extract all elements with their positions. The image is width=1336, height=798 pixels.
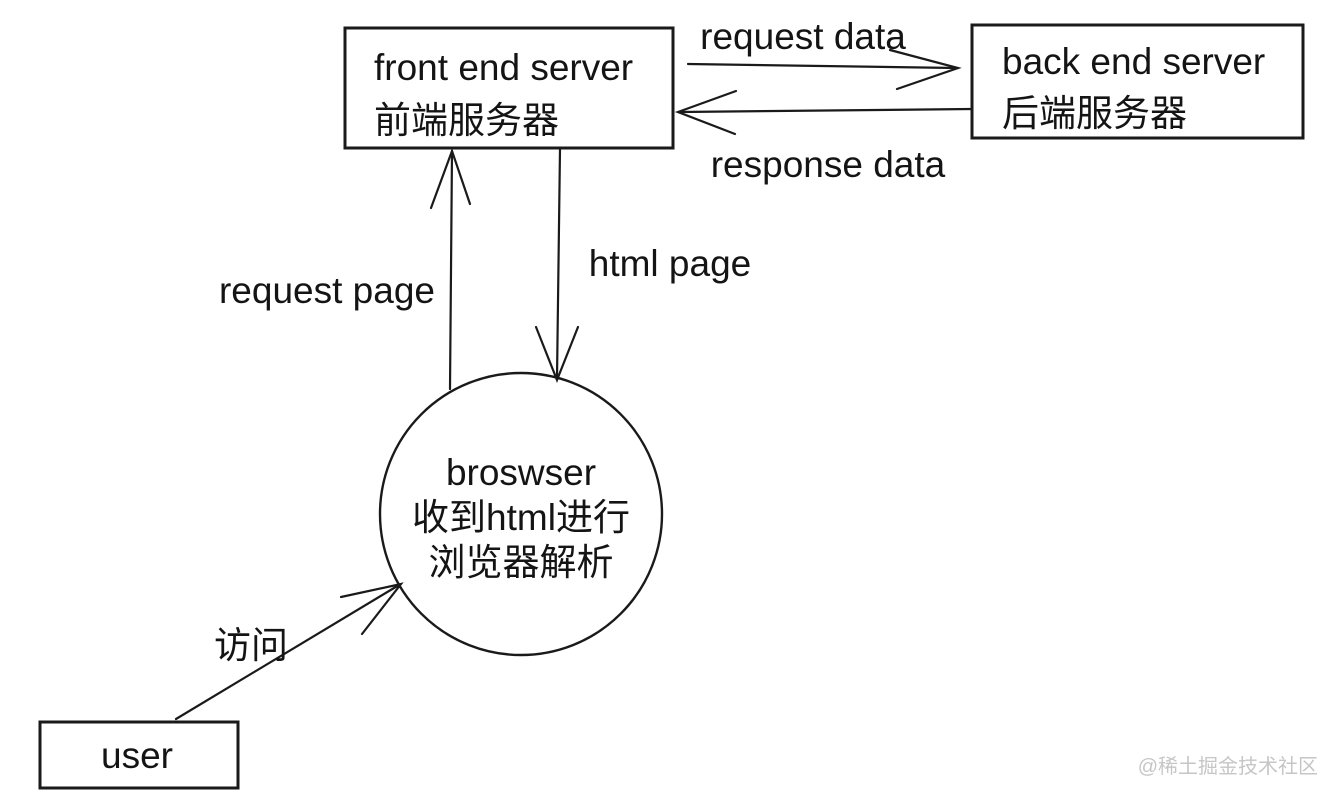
response-data-arrowhead-icon (674, 89, 738, 136)
html-page-label: html page (589, 243, 752, 284)
browser-label-line2: 收到html进行 (412, 497, 630, 538)
response-data-arrow-line (678, 107, 974, 114)
back-end-server-label-zh: 后端服务器 (1002, 93, 1187, 134)
browser-label-line3: 浏览器解析 (429, 542, 614, 583)
response-data-arrow: response data (674, 89, 974, 185)
browser-label-line1: broswser (446, 452, 596, 493)
front-end-server-box (343, 26, 675, 150)
user-node: user (38, 720, 240, 790)
back-end-server-node: back end server 后端服务器 (970, 23, 1305, 140)
watermark: @稀土掘金技术社区 (1138, 755, 1318, 778)
request-page-arrow-line (448, 149, 454, 391)
html-page-arrow-line (555, 147, 562, 380)
html-page-arrow: html page (534, 147, 752, 383)
request-data-arrowhead-icon (888, 48, 962, 91)
front-end-server-label-zh: 前端服务器 (374, 100, 559, 141)
browser-node: broswser 收到html进行 浏览器解析 (378, 371, 664, 657)
back-end-server-label-en: back end server (1002, 41, 1265, 82)
user-label: user (101, 735, 173, 776)
request-page-label: request page (219, 270, 435, 311)
request-data-arrow-line (686, 62, 958, 70)
visit-label: 访问 (214, 625, 288, 666)
request-page-arrow: request page (219, 147, 472, 391)
back-end-server-box (970, 23, 1305, 140)
html-page-arrowhead-icon (534, 325, 580, 383)
request-data-label: request data (700, 16, 906, 57)
browser-circle (378, 371, 664, 657)
response-data-label: response data (711, 144, 946, 185)
visit-arrow-line (174, 583, 401, 721)
request-data-arrow: request data (686, 16, 962, 91)
visit-arrowhead-icon (339, 582, 404, 636)
front-end-server-label-en: front end server (374, 47, 633, 88)
front-end-server-node: front end server 前端服务器 (343, 26, 675, 150)
request-page-arrowhead-icon (429, 147, 472, 210)
user-box (38, 720, 240, 790)
visit-arrow: 访问 (174, 582, 404, 721)
